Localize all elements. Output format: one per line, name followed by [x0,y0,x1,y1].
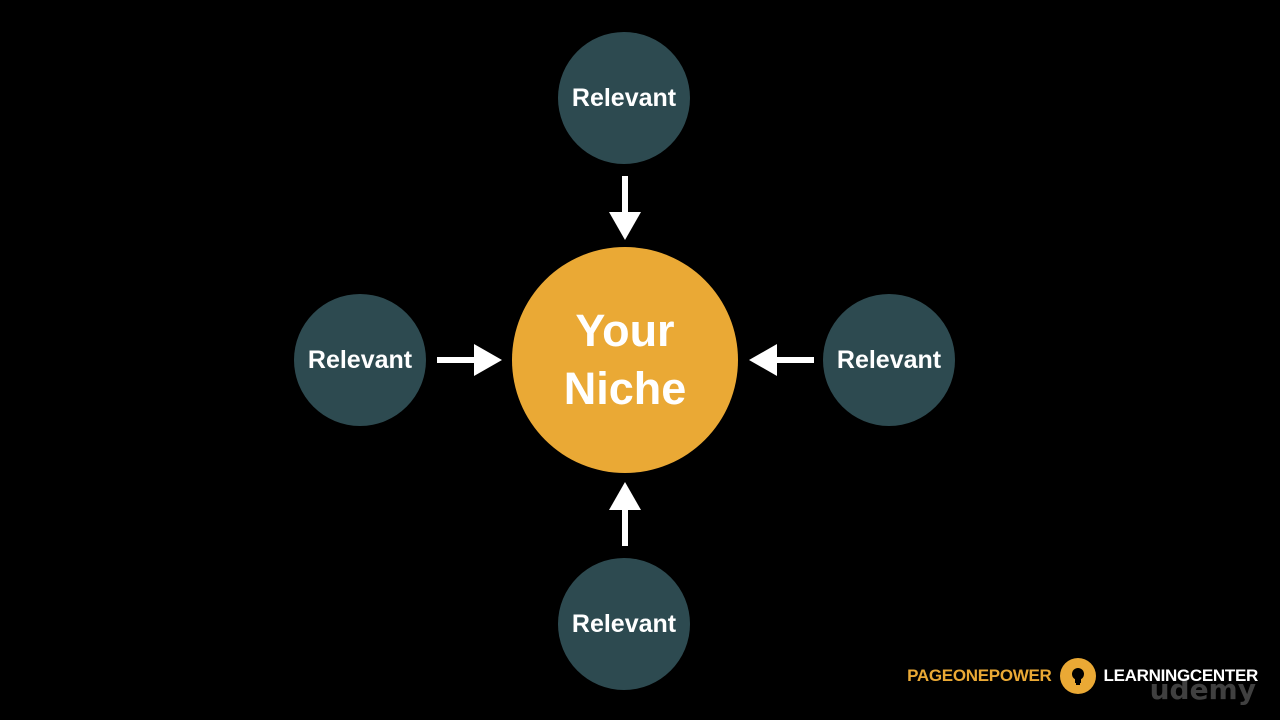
relevant-node-top: Relevant [558,32,690,164]
niche-label-line2: Niche [563,363,687,414]
arrow-up-icon [609,482,641,546]
relevant-node-right: Relevant [823,294,955,426]
brand-logo: PAGEONEPOWER LEARNINGCENTER [907,658,1258,694]
relevant-label-bottom: Relevant [571,609,677,638]
lightbulb-icon [1059,658,1096,694]
relevant-node-bottom: Relevant [558,558,690,690]
niche-center-node: Your Niche [512,247,738,473]
relevant-label-right: Relevant [836,345,942,374]
arrow-down-icon [609,176,641,240]
arrow-left-icon [749,344,814,376]
brand-text-right: LEARNINGCENTER [1103,666,1259,685]
brand-text-left: PAGEONEPOWER [907,666,1052,685]
relevant-node-left: Relevant [294,294,426,426]
relevant-label-left: Relevant [307,345,413,374]
udemy-watermark: udemy [1149,673,1256,706]
relevant-label-top: Relevant [571,83,677,112]
niche-label-line1: Your [575,305,675,356]
arrow-right-icon [437,344,502,376]
